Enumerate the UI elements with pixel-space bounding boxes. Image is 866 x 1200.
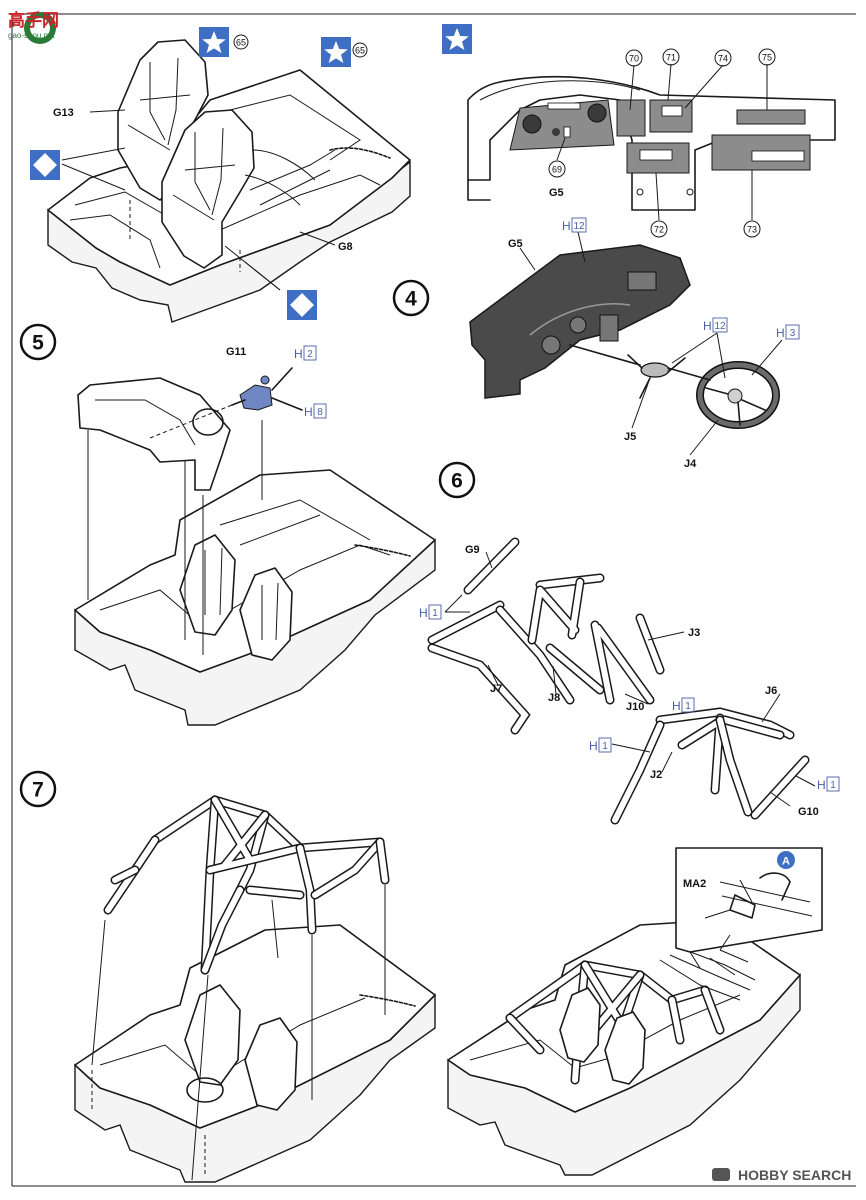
h-letter: H	[589, 739, 598, 753]
h-letter: H	[419, 606, 428, 620]
step4-dashboard-diagram	[469, 231, 783, 456]
label-j3: J3	[688, 627, 700, 639]
h-ref-2: 2	[307, 349, 313, 360]
label-j5: J5	[624, 431, 636, 443]
h-ref-1b: 1	[685, 701, 691, 712]
logo-subtext: gao-shou.net	[8, 31, 55, 40]
circle-number-73: 73	[747, 225, 757, 235]
label-j4: J4	[684, 458, 697, 470]
label-g5-step4: G5	[508, 238, 523, 250]
circle-number-69: 69	[552, 165, 562, 175]
logo-text: 高手网	[8, 10, 59, 30]
label-j2: J2	[650, 769, 662, 781]
h-letter: H	[672, 699, 681, 713]
h-ref-1c: 1	[602, 741, 608, 752]
h-ref-1d: 1	[830, 780, 836, 791]
circle-number-70: 70	[629, 54, 639, 64]
h-ref-8: 8	[317, 407, 323, 418]
circle-number-74: 74	[718, 54, 728, 64]
label-g13: G13	[53, 107, 74, 119]
dashboard-decal-diagram	[467, 63, 836, 221]
hobbysearch-logo-icon	[712, 1168, 730, 1181]
footer-watermark: HOBBY SEARCH	[738, 1167, 851, 1183]
h-letter: H	[304, 405, 313, 419]
label-j8: J8	[548, 692, 560, 704]
label-g11: G11	[226, 346, 246, 358]
star-icon	[442, 24, 472, 54]
label-ma2: MA2	[683, 878, 706, 890]
h-letter: H	[703, 319, 712, 333]
h-letter: H	[294, 347, 303, 361]
h-letter: H	[817, 778, 826, 792]
star-icon	[199, 27, 229, 57]
circle-number-75: 75	[762, 53, 772, 63]
h-letter: H	[562, 219, 571, 233]
step-number-6: 6	[451, 470, 463, 493]
circle-number-65b: 65	[355, 46, 365, 56]
star-icon	[321, 37, 351, 67]
h-ref-1a: 1	[432, 608, 438, 619]
diamond-icon	[30, 150, 60, 180]
label-g5-detail: G5	[549, 187, 564, 199]
step-number-5: 5	[32, 332, 44, 355]
decal-circle-a: A	[782, 856, 790, 868]
step5-tub-diagram	[74, 367, 436, 726]
watermark-logo: 高手网 gao-shou.net	[8, 10, 59, 44]
seats-assembly-diagram	[47, 39, 411, 323]
step-number-4: 4	[405, 288, 417, 311]
step6-rollcage-diagram	[427, 537, 816, 825]
circle-number-71: 71	[666, 53, 676, 63]
circle-number-65a: 65	[236, 38, 246, 48]
label-j6: J6	[765, 685, 777, 697]
label-g9: G9	[465, 544, 480, 556]
label-j7: J7	[490, 683, 502, 695]
step7-install-cage-diagram	[74, 795, 436, 1183]
step-number-7: 7	[32, 779, 44, 802]
h-ref-12b: 12	[714, 321, 726, 332]
step7-completed-diagram	[447, 847, 823, 1176]
h-ref-12a: 12	[573, 221, 585, 232]
label-g8: G8	[338, 241, 353, 253]
diamond-icon	[287, 290, 317, 320]
h-ref-3: 3	[790, 328, 796, 339]
label-j10: J10	[626, 701, 644, 713]
circle-number-72: 72	[654, 225, 664, 235]
label-g10: G10	[798, 806, 819, 818]
h-letter: H	[776, 326, 785, 340]
